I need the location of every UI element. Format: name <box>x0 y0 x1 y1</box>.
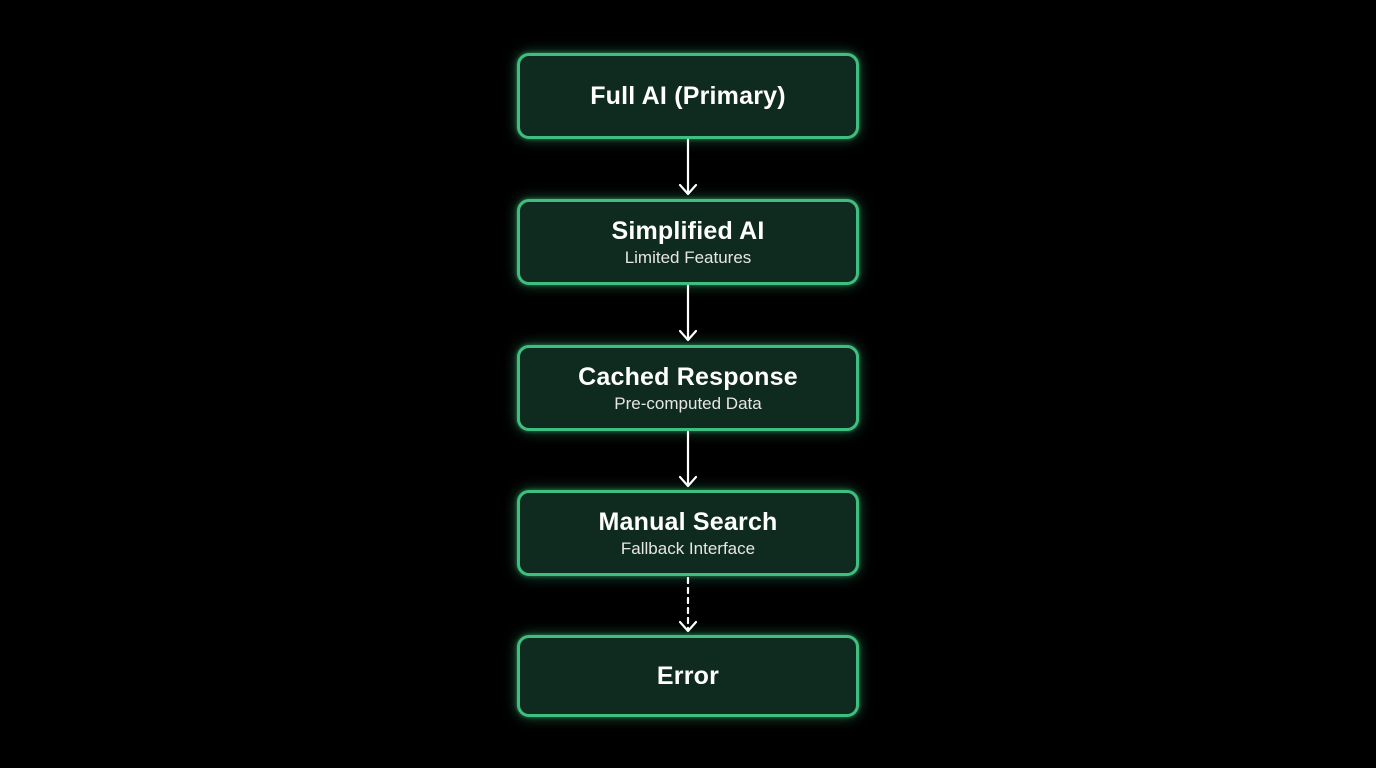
node-subtitle: Pre-computed Data <box>614 393 762 413</box>
arrow-simplified-ai-to-cached-response <box>678 284 698 342</box>
node-title: Full AI (Primary) <box>590 82 786 110</box>
node-title: Error <box>656 662 720 690</box>
node-title: Simplified AI <box>611 216 765 245</box>
node-error: Error <box>517 635 859 717</box>
node-title: Cached Response <box>578 362 798 391</box>
node-title: Manual Search <box>598 507 778 536</box>
node-simplified-ai: Simplified AI Limited Features <box>517 199 859 285</box>
node-manual-search: Manual Search Fallback Interface <box>517 490 859 576</box>
arrow-cached-response-to-manual-search <box>678 430 698 488</box>
node-full-ai-primary: Full AI (Primary) <box>517 53 859 139</box>
arrow-manual-search-to-error-dashed <box>678 576 698 633</box>
arrow-full-ai-to-simplified-ai <box>678 138 698 196</box>
node-cached-response: Cached Response Pre-computed Data <box>517 345 859 431</box>
node-subtitle: Limited Features <box>624 247 752 267</box>
node-subtitle: Fallback Interface <box>620 538 756 558</box>
